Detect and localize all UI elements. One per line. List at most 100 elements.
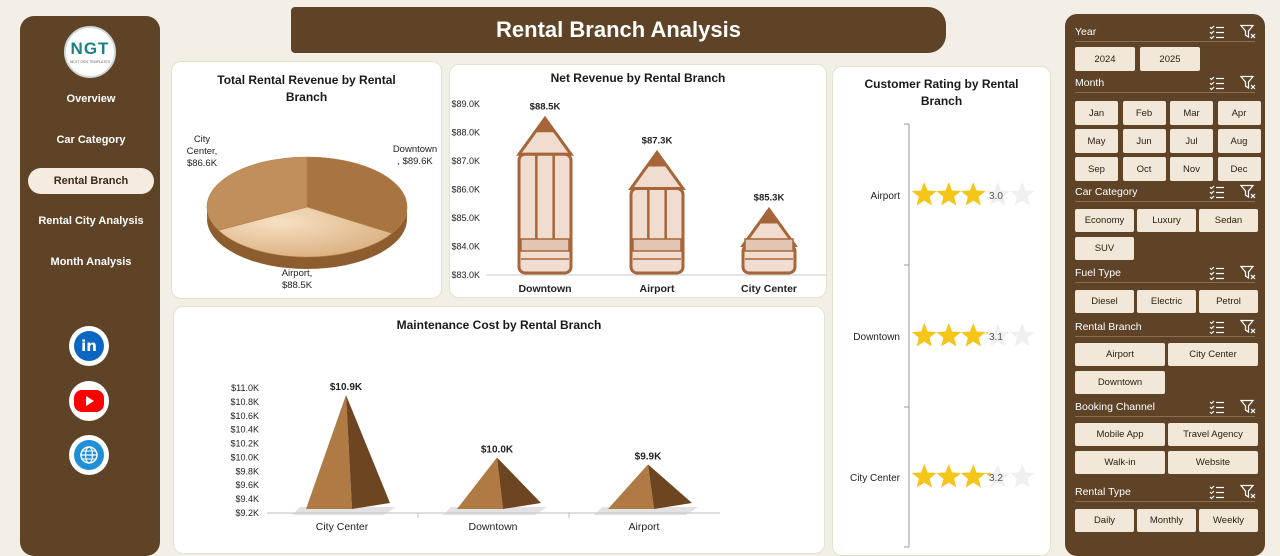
slicer-month-option[interactable]: Oct (1122, 157, 1166, 181)
bar-data-label: $85.3K (754, 192, 785, 203)
pyramid-face-right (346, 394, 390, 509)
y-tick-label: $86.0K (451, 185, 480, 195)
pyramid-face-left (457, 457, 503, 509)
maintenance-bar-city-center (292, 394, 396, 515)
website-button[interactable] (69, 435, 109, 475)
nav-overview[interactable]: Overview (66, 93, 116, 105)
maintenance-cost-panel: Maintenance Cost by Rental Branch $9.2K$… (173, 306, 825, 554)
slicer-car-category-option[interactable]: Economy (1075, 209, 1134, 232)
slicer-month-option[interactable]: May (1075, 129, 1118, 153)
multi-select-icon[interactable] (1209, 319, 1225, 335)
slicer-header-fuel-type: Fuel Type (1075, 265, 1256, 283)
slicer-year-option[interactable]: 2025 (1140, 47, 1200, 71)
multi-select-icon[interactable] (1209, 399, 1225, 415)
pie-data-label: Airport,$88.5K (282, 268, 313, 291)
slicer-header-car-category: Car Category (1075, 184, 1256, 202)
slicer-year-option[interactable]: 2024 (1075, 47, 1135, 71)
slicer-booking-channel-option[interactable]: Website (1168, 451, 1258, 474)
bar-band (744, 238, 794, 252)
multi-select-icon[interactable] (1209, 24, 1225, 40)
slicer-rental-type-option[interactable]: Weekly (1199, 509, 1258, 532)
chart-title: Maintenance Cost by Rental Branch (396, 318, 602, 332)
y-tick-label: $10.2K (230, 439, 259, 449)
multi-select-icon[interactable] (1209, 265, 1225, 281)
brand-logo: NGT NEXT GEN TEMPLATES (64, 26, 116, 78)
y-tick-label: $85.0K (451, 213, 480, 223)
y-tick-label: $9.6K (235, 480, 259, 490)
clear-filter-icon[interactable] (1239, 265, 1256, 281)
slicer-month-option[interactable]: Jun (1122, 129, 1166, 153)
net-revenue-panel: Net Revenue by Rental Branch $83.0K$84.0… (449, 64, 827, 298)
nav-car-category[interactable]: Car Category (56, 134, 126, 146)
star-filled-group (912, 182, 986, 206)
youtube-button[interactable] (69, 381, 109, 421)
slicer-title: Car Category (1075, 186, 1138, 198)
star-filled (985, 472, 991, 488)
star-empty (985, 182, 1011, 206)
slicer-rental-type-option[interactable]: Daily (1075, 509, 1134, 532)
slicer-header-rental-branch: Rental Branch (1075, 319, 1256, 337)
star-filled (985, 190, 986, 192)
slicer-rental-branch-option[interactable]: Airport (1075, 343, 1165, 366)
slicer-fuel-type-option[interactable]: Petrol (1199, 290, 1258, 313)
bar-data-label: $88.5K (530, 101, 561, 112)
star-empty (985, 464, 1011, 488)
globe-icon (74, 440, 104, 470)
pyramid-face-right (497, 457, 541, 509)
star-empty (985, 323, 1011, 347)
slicer-month-option[interactable]: Nov (1170, 157, 1213, 181)
slicer-booking-channel-option[interactable]: Mobile App (1075, 423, 1165, 446)
clear-filter-icon[interactable] (1239, 184, 1256, 200)
bar-data-label: 3.2 (989, 473, 1003, 484)
y-tick-label: $10.4K (230, 425, 259, 435)
pie-slice-city-center (206, 156, 308, 231)
slicer-month-option[interactable]: Jul (1170, 129, 1213, 153)
slicer-car-category-option[interactable]: Luxury (1137, 209, 1196, 232)
bar-data-label: $10.9K (330, 382, 363, 393)
nav-rental-city-analysis[interactable]: Rental City Analysis (38, 215, 144, 227)
slicer-fuel-type-option[interactable]: Electric (1137, 290, 1196, 313)
y-tick-label: $87.0K (451, 156, 480, 166)
rating-bar-city-center (911, 464, 1035, 488)
slicer-month-option[interactable]: Mar (1170, 101, 1213, 125)
maintenance-bar-airport (594, 464, 698, 515)
slicer-month-option[interactable]: Sep (1075, 157, 1118, 181)
logo-text: NGT (70, 39, 110, 58)
linkedin-button[interactable]: in (69, 326, 109, 366)
y-tick-label: $9.4K (235, 494, 259, 504)
multi-select-icon[interactable] (1209, 75, 1225, 91)
slicer-fuel-type-option[interactable]: Diesel (1075, 290, 1134, 313)
slicer-month-option[interactable]: Jan (1075, 101, 1118, 125)
slicer-month-option[interactable]: Apr (1217, 101, 1261, 125)
slicer-month-option[interactable]: Dec (1217, 157, 1261, 181)
nav-rental-branch[interactable]: Rental Branch (28, 168, 154, 194)
clear-filter-icon[interactable] (1239, 24, 1256, 40)
slicer-month-option[interactable]: Feb (1122, 101, 1166, 125)
clear-filter-icon[interactable] (1239, 484, 1256, 500)
multi-select-icon[interactable] (1209, 184, 1225, 200)
slicer-booking-channel-option[interactable]: Walk-in (1075, 451, 1165, 474)
pyramid-face-left (306, 394, 352, 509)
star-empty (1009, 464, 1035, 488)
slicer-car-category-option[interactable]: Sedan (1199, 209, 1258, 232)
slicer-car-category-option[interactable]: SUV (1075, 237, 1134, 260)
pie-slice-airport (217, 206, 393, 258)
clear-filter-icon[interactable] (1239, 319, 1256, 335)
rating-bar-downtown (911, 323, 1035, 347)
slicer-rental-branch-option[interactable]: City Center (1168, 343, 1258, 366)
slicer-month-option[interactable]: Aug (1217, 129, 1261, 153)
bar-data-label: $9.9K (635, 451, 662, 462)
multi-select-icon[interactable] (1209, 484, 1225, 500)
slicer-rental-branch-option[interactable]: Downtown (1075, 371, 1165, 394)
y-tick-label: $9.8K (235, 466, 259, 476)
nav-month-analysis[interactable]: Month Analysis (50, 256, 132, 268)
x-tick-label: City Center (316, 521, 369, 533)
clear-filter-icon[interactable] (1239, 75, 1256, 91)
clear-filter-icon[interactable] (1239, 399, 1256, 415)
slicer-title: Rental Type (1075, 486, 1131, 498)
star-filled (912, 323, 937, 347)
slicer-rental-type-option[interactable]: Monthly (1137, 509, 1196, 532)
bar-data-label: 3.0 (989, 191, 1003, 202)
slicer-booking-channel-option[interactable]: Travel Agency (1168, 423, 1258, 446)
